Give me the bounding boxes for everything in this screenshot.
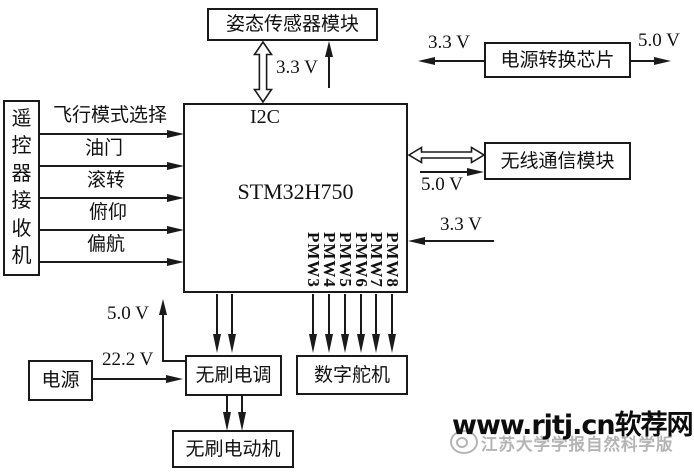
- wire-pwm3: [312, 294, 314, 335]
- mcu-label: STM32H750: [237, 179, 354, 204]
- brushless-motor-label: 无刷电动机: [185, 438, 281, 460]
- voltage-label-mcu-supply: 3.3 V: [440, 214, 482, 235]
- journal-watermark: 江苏大学学报自然科学版: [481, 435, 674, 454]
- rc-channel-label-flight-mode: 飞行模式选择: [53, 105, 168, 126]
- wire-rc-ch2: [39, 165, 169, 167]
- wireless-module-label: 无线通信模块: [500, 150, 615, 172]
- arrowhead-chip-out-33: [418, 57, 435, 65]
- rc-channel-label-pitch: 俯仰: [89, 202, 128, 223]
- wire-rc-ch1: [39, 133, 169, 135]
- arrowhead-mcu-esc-1: [213, 334, 221, 353]
- wire-wireless-supply: [420, 171, 470, 173]
- digital-servo-label: 数字舵机: [313, 364, 390, 386]
- brushless-motor-box: 无刷电动机: [172, 430, 294, 468]
- wire-pwm5: [344, 294, 346, 335]
- arrowhead-rc-ch1: [167, 130, 184, 138]
- arrowhead-pwm5: [341, 334, 349, 353]
- attitude-sensor-module-label: 姿态传感器模块: [225, 14, 359, 35]
- mcu-box: [183, 103, 408, 293]
- wire-esc-motor-1: [226, 396, 228, 413]
- voltage-label-wireless-supply: 5.0 V: [421, 174, 463, 195]
- wire-pwm4: [328, 294, 330, 335]
- arrowhead-esc-motor-1: [223, 412, 231, 431]
- wire-pwm8: [391, 294, 393, 335]
- arrowhead-wireless-supply: [467, 168, 484, 176]
- arrowhead-pwm4: [325, 334, 333, 353]
- arrowhead-mcu-supply: [408, 237, 425, 245]
- wire-pwm6: [360, 294, 362, 335]
- arrowhead-pwm3: [309, 334, 317, 353]
- i2c-bus-label: I2C: [250, 106, 280, 128]
- site-watermark: www.rjtj.cn软荐网: [452, 410, 694, 441]
- battery-label: 电源: [41, 370, 80, 391]
- arrowhead-esc-motor-2: [238, 412, 246, 431]
- rc-receiver-label: 遥控器接收机: [11, 107, 32, 268]
- voltage-label-sensor-supply: 3.3 V: [276, 57, 318, 78]
- wire-rc-ch5: [39, 261, 169, 263]
- arrowhead-sensor-supply: [325, 41, 333, 57]
- rc-channel-label-throttle: 油门: [85, 138, 124, 159]
- voltage-label-chip-50: 5.0 V: [638, 30, 680, 51]
- pwm-pin-label-8: PMW8: [383, 232, 402, 288]
- wire-rc-ch3: [39, 197, 169, 199]
- wire-mcu-supply: [422, 240, 494, 242]
- wire-mcu-esc-2: [231, 294, 233, 335]
- arrowhead-battery-esc: [166, 375, 183, 383]
- attitude-sensor-module-box: 姿态传感器模块: [207, 8, 378, 41]
- wire-pwm7: [375, 294, 377, 335]
- voltage-label-esc-bec: 5.0 V: [107, 303, 149, 324]
- wire-esc-motor-2: [241, 396, 243, 413]
- wire-esc-bec-h: [162, 360, 186, 362]
- battery-box: 电源: [28, 360, 93, 401]
- arrowhead-pwm6: [357, 334, 365, 353]
- wire-mcu-esc-1: [216, 294, 218, 335]
- journal-logo-icon: [450, 430, 478, 454]
- arrowhead-esc-bec: [159, 299, 167, 315]
- wire-battery-esc: [93, 378, 169, 380]
- arrowhead-rc-ch5: [167, 258, 184, 266]
- arrowhead-pwm8: [388, 334, 396, 353]
- voltage-label-battery-out: 22.2 V: [102, 349, 154, 370]
- digital-servo-box: 数字舵机: [296, 355, 408, 395]
- wire-sensor-supply: [328, 52, 330, 88]
- arrowhead-rc-ch4: [167, 226, 184, 234]
- wire-rc-ch4: [39, 229, 169, 231]
- wireless-double-arrow-icon: [408, 146, 485, 164]
- esc-box: 无刷电调: [185, 355, 282, 396]
- esc-label: 无刷电调: [195, 365, 272, 386]
- voltage-label-chip-33: 3.3 V: [428, 32, 470, 53]
- wire-chip-out-50: [631, 60, 657, 62]
- arrowhead-mcu-esc-2: [228, 334, 236, 353]
- wire-esc-bec-v: [162, 314, 164, 362]
- wire-chip-out-33: [434, 60, 484, 62]
- power-conversion-chip-label: 电源转换芯片: [500, 49, 615, 71]
- arrowhead-rc-ch2: [167, 162, 184, 170]
- wireless-module-box: 无线通信模块: [484, 142, 631, 180]
- arrowhead-rc-ch3: [167, 194, 184, 202]
- power-conversion-chip-box: 电源转换芯片: [484, 42, 631, 78]
- rc-channel-label-roll: 滚转: [87, 170, 126, 191]
- arrowhead-pwm7: [372, 334, 380, 353]
- arrowhead-chip-out-50: [654, 57, 671, 65]
- i2c-double-arrow-icon: [253, 41, 273, 103]
- rc-receiver-box: 遥控器接收机: [3, 100, 40, 276]
- rc-channel-label-yaw: 偏航: [87, 234, 126, 255]
